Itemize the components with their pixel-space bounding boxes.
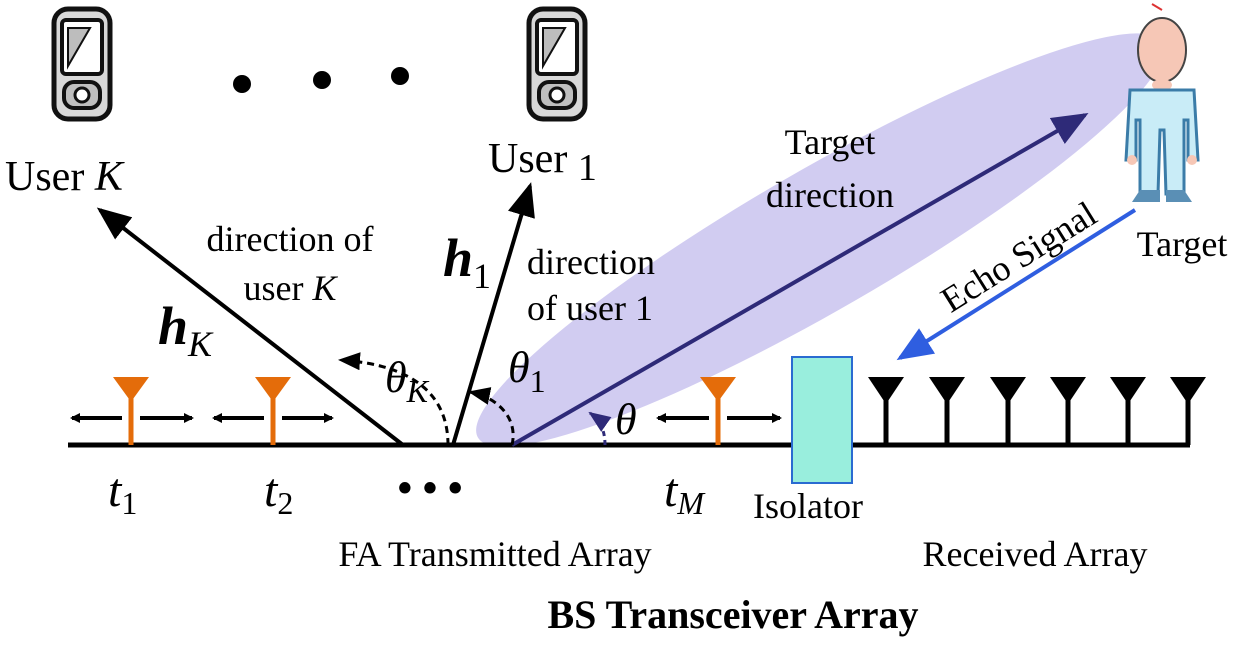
person-target-icon [1124, 3, 1200, 202]
channel-1-label: h1 [443, 228, 491, 296]
direction-k-label-1: direction of [207, 219, 374, 259]
direction-1-label-1: direction [527, 242, 655, 282]
user-k-direction-arrow [96, 207, 405, 447]
target-beam [476, 33, 1164, 447]
echo-signal-arrow [896, 208, 1137, 361]
antenna-icon [929, 377, 965, 445]
tx-array-label: FA Transmitted Array [338, 534, 651, 574]
antenna-icon [113, 377, 149, 445]
angle-1-label: θ1 [508, 343, 546, 399]
angle-target-arc [588, 411, 612, 446]
target-label: Target [1137, 224, 1228, 264]
diagram-title: BS Transceiver Array [547, 592, 918, 637]
angle-k-arc [338, 352, 450, 446]
position-t2-label: t2 [264, 464, 293, 521]
position-ellipsis: • • • [397, 466, 462, 512]
rx-array-label: Received Array [923, 534, 1148, 574]
isolator-label: Isolator [753, 486, 863, 526]
users-ellipsis-dot [233, 75, 251, 93]
antenna-icon [1110, 377, 1146, 445]
position-tm-label: tM [664, 464, 706, 521]
target-direction-arrow [511, 113, 1089, 447]
antenna-icon [1170, 377, 1206, 445]
target-direction-label-1: Target [785, 122, 876, 162]
antenna-icon [700, 377, 736, 445]
direction-1-label-2: of user 1 [527, 288, 653, 328]
users-ellipsis-dot [313, 71, 331, 89]
antenna-icon [868, 377, 904, 445]
mobile-phone-icon [529, 9, 585, 119]
mobile-phone-icon [54, 9, 110, 119]
angle-k-label: θK [385, 353, 430, 409]
user-1-label: User 1 [488, 136, 597, 189]
user-1-direction-arrow [451, 182, 535, 446]
antenna-icon [990, 377, 1026, 445]
angle-target-label: θ [615, 395, 637, 444]
users-ellipsis-dot [391, 67, 409, 85]
antenna-icon [1050, 377, 1086, 445]
direction-k-label-2: user K [244, 268, 339, 308]
channel-k-label: hK [158, 296, 214, 364]
user-k-label: User K [5, 154, 125, 200]
isolator-box [791, 356, 853, 484]
target-direction-label-2: direction [766, 175, 894, 215]
position-t1-label: t1 [108, 464, 137, 521]
antenna-icon [255, 377, 291, 445]
